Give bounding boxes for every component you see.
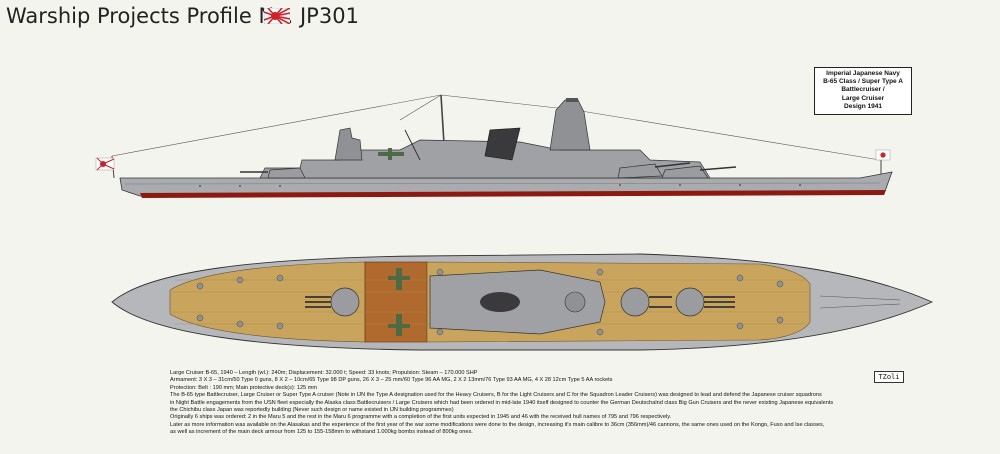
history-line: Originally 6 ships was ordered: 2 in the… [170, 414, 672, 421]
bow-anchor-gear [819, 295, 901, 309]
info-line: B-65 Class / Super Type A [823, 78, 903, 86]
hinomaru-jack-icon [875, 149, 891, 161]
info-line: Battlecruiser / [841, 86, 885, 94]
funnel-top [480, 292, 520, 312]
history-line: Later as more information was available … [170, 421, 825, 428]
portholes [199, 184, 801, 187]
ship-info-box: Imperial Japanese Navy B-65 Class / Supe… [814, 67, 912, 115]
artist-signature: TZoli [874, 371, 904, 383]
history-line: the Chichibu class Japan was reportedly … [170, 407, 454, 414]
pagoda-top [564, 291, 586, 313]
top-view [111, 253, 934, 351]
spec-line: Protection: Belt : 190 mm; Main protecti… [170, 384, 318, 391]
spec-line: Large Cruiser B-65, 1940 – Length (wl.):… [170, 370, 478, 376]
main-turrets-side [267, 163, 709, 179]
rangefinder [566, 98, 578, 102]
history-line: The B-65 type Battlecruiser, Large Cruis… [170, 392, 822, 399]
aa-mounts [196, 268, 784, 336]
boot-topping [140, 190, 886, 198]
side-profile [95, 94, 893, 198]
superstructure [259, 139, 711, 179]
history-line: as well as increment of the main deck ar… [170, 429, 473, 436]
main-turrets-top [330, 287, 705, 317]
info-line: Design 1941 [844, 102, 882, 110]
ship-description: Large Cruiser B-65, 1940 – Length (wl.):… [170, 370, 915, 437]
pagoda-tower [549, 99, 591, 151]
rising-sun-naval-ensign-icon [264, 8, 290, 24]
stern-ensign-flag [95, 157, 115, 171]
gun-barrels-top [305, 296, 735, 308]
rigging-lines [111, 94, 881, 161]
seaplane-icon [388, 268, 410, 336]
page-title: Warship Projects Profile No. JP301 [6, 4, 359, 28]
gun-barrels-side [240, 162, 737, 173]
funnel [484, 127, 521, 161]
aft-tower [334, 127, 363, 161]
info-line: Imperial Japanese Navy [826, 70, 900, 77]
info-line: Large Cruiser [841, 94, 885, 102]
ship-drawing [95, 94, 934, 351]
history-line: in Night Battle engagements from the USN… [170, 399, 834, 406]
seaplane-icon [378, 148, 404, 160]
spec-line: Armament: 3 X 3 – 31cm/50 Type 0 guns, 8… [170, 377, 613, 384]
